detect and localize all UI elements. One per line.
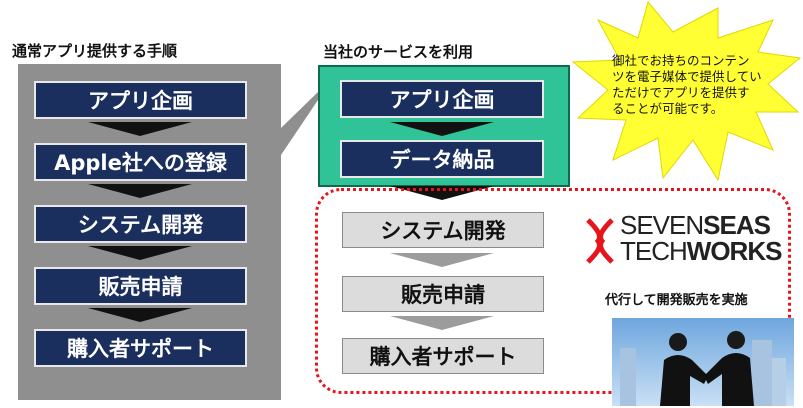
left-arrow-1 — [88, 122, 192, 136]
logo-word-tech: TECH — [620, 236, 688, 266]
callout-text: 御社でお持ちのコンテン ツを電子媒体で提供してい ただけでアプリを提供す ること… — [612, 53, 792, 117]
callout-line: ただけでアプリを提供す — [612, 85, 750, 100]
left-column-title: 通常アプリ提供する手順 — [12, 42, 178, 60]
outsourcing-caption: 代行して開発販売を実施 — [605, 293, 748, 308]
callout-line: ツを電子媒体で提供してい — [612, 69, 762, 84]
callout-line: 御社でお持ちのコンテン — [612, 53, 750, 68]
outsourced-region — [315, 188, 791, 394]
left-arrow-3 — [88, 246, 192, 260]
right-step-data-delivery: データ納品 — [340, 140, 544, 178]
right-arrow-1 — [390, 122, 494, 136]
callout-line: ることが可能です。 — [612, 101, 724, 116]
left-arrow-2 — [88, 184, 192, 198]
left-step-apple-registration: Apple社への登録 — [34, 143, 247, 181]
right-arrow-3 — [390, 253, 494, 267]
right-step-app-planning: アプリ企画 — [340, 80, 544, 118]
logo-word-seven: SEVEN — [620, 210, 704, 240]
right-arrow-4 — [390, 316, 494, 330]
left-step-app-planning: アプリ企画 — [34, 81, 247, 119]
logo-word-seas: SEAS — [703, 210, 771, 240]
logo-mark-icon — [586, 218, 614, 264]
handshake-photo — [612, 318, 794, 406]
left-step-sales-application: 販売申請 — [34, 267, 247, 305]
logo-wordmark: SEVENSEAS TECHWORKS — [620, 210, 783, 266]
left-step-buyer-support: 購入者サポート — [34, 329, 247, 367]
logo-word-works: WORKS — [686, 236, 783, 266]
right-step-buyer-support: 購入者サポート — [342, 338, 544, 374]
left-step-system-development: システム開発 — [34, 205, 247, 243]
left-arrow-4 — [88, 308, 192, 322]
right-step-sales-application: 販売申請 — [342, 276, 544, 312]
right-column-title: 当社のサービスを利用 — [323, 43, 474, 61]
starburst-callout — [571, 0, 802, 182]
right-step-system-development: システム開発 — [342, 212, 544, 248]
